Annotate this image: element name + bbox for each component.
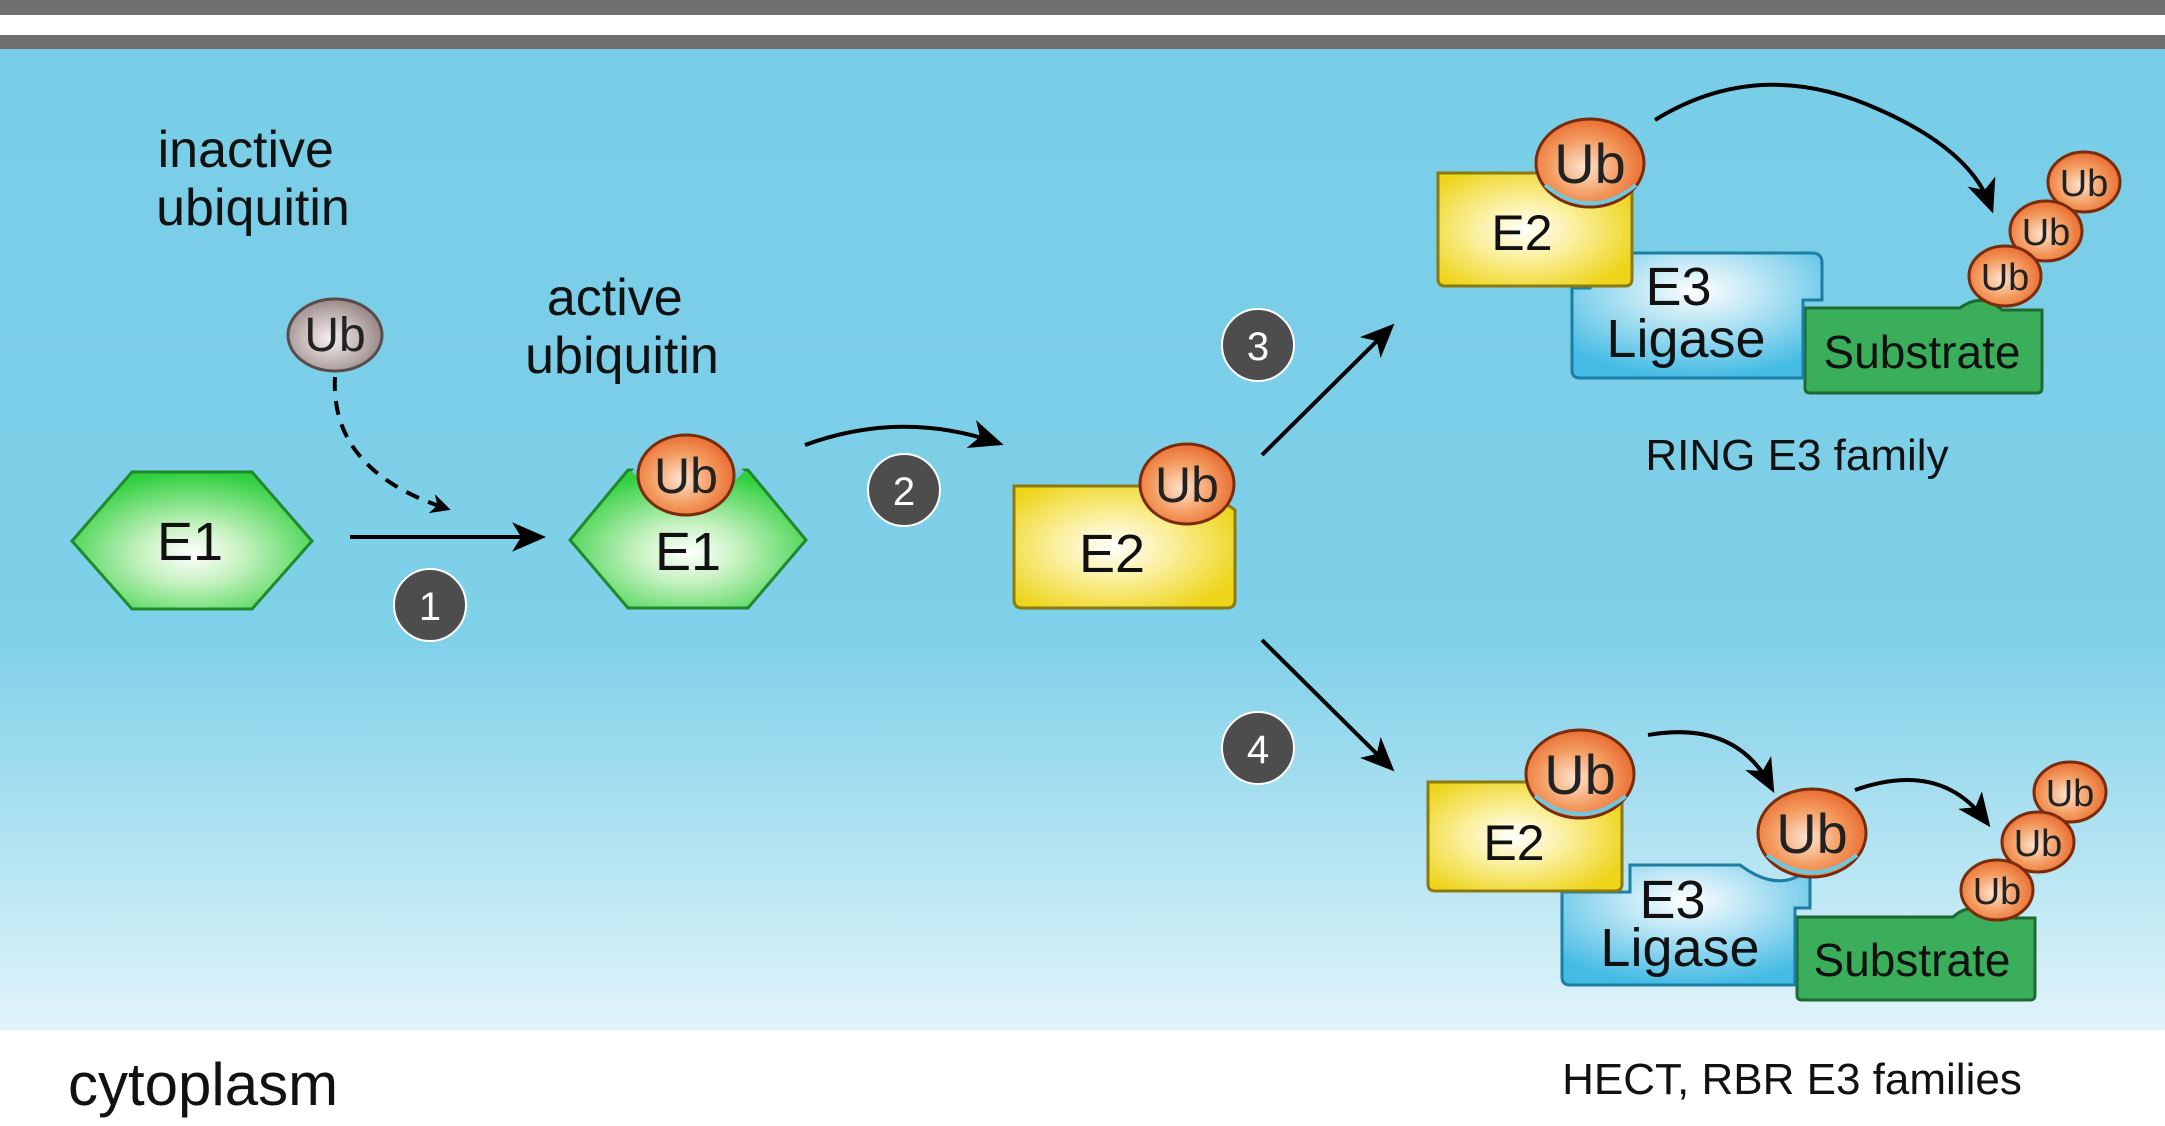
hect-chain-ub-3: Ub — [2032, 760, 2108, 824]
hect-chain-ub-2: Ub — [2000, 810, 2076, 874]
svg-text:Ub: Ub — [2046, 773, 2095, 815]
ring-e3-family-label: RING E3 family — [1645, 431, 1948, 480]
hect-e3-to-substrate-arrow — [1854, 778, 1991, 828]
inactive-ubiquitin-label: inactive ubiquitin — [156, 121, 350, 237]
ring-e3-ligase: E3 Ligase — [1570, 251, 1824, 380]
activation-dashed-arrow — [332, 376, 451, 514]
ring-ub-transfer-arrow — [1653, 82, 1996, 214]
hect-ub-on-e2: Ub — [1524, 728, 1636, 820]
step-2-badge: 2 — [867, 453, 941, 527]
svg-text:E3 Ligase: E3 Ligase — [1600, 870, 1759, 978]
active-ubiquitin-label: active ubiquitin — [525, 269, 719, 385]
hect-ub-on-e3: Ub — [1756, 787, 1868, 879]
step-3-arrow — [1260, 323, 1395, 457]
ring-polyubiquitin-chain: Ub Ub Ub — [1967, 150, 2122, 308]
svg-text:E1: E1 — [157, 512, 223, 572]
svg-text:Ub: Ub — [2022, 212, 2071, 254]
hect-substrate: Substrate — [1795, 907, 2037, 1002]
ring-substrate: Substrate — [1803, 299, 2044, 395]
hect-e2-to-e3-arrow — [1647, 730, 1775, 793]
svg-text:Ub: Ub — [1776, 802, 1848, 865]
ub-on-e2: Ub — [1138, 442, 1236, 526]
step-4-arrow — [1260, 638, 1395, 772]
ring-e3-complex: Substrate E3 Ligase E2 Ub Ub — [1436, 82, 2122, 395]
e1-ub-complex: E1 Ub — [568, 433, 808, 610]
step-4-badge: 4 — [1221, 711, 1295, 785]
svg-text:Ub: Ub — [1554, 132, 1626, 195]
svg-text:3: 3 — [1247, 325, 1269, 369]
hect-rbr-e3-families-label: HECT, RBR E3 families — [1562, 1055, 2022, 1104]
e1-enzyme: E1 — [70, 470, 314, 611]
inactive-ubiquitin: Ub — [286, 297, 384, 373]
svg-text:E2: E2 — [1079, 524, 1145, 584]
svg-text:E2: E2 — [1483, 815, 1544, 871]
svg-text:Ub: Ub — [1155, 457, 1219, 513]
step-2-arrow — [804, 420, 1004, 449]
svg-text:Ub: Ub — [2014, 823, 2063, 865]
ub-on-e1: Ub — [636, 433, 736, 517]
ring-chain-ub-1: Ub — [1967, 244, 2043, 308]
svg-text:2: 2 — [893, 470, 915, 514]
svg-text:Ub: Ub — [1544, 743, 1616, 806]
svg-text:Ub: Ub — [654, 448, 718, 504]
svg-text:Ub: Ub — [1973, 871, 2022, 913]
svg-text:E2: E2 — [1491, 205, 1552, 261]
e2-ub-complex: E2 Ub — [1012, 442, 1237, 610]
hect-chain-ub-1: Ub — [1959, 858, 2035, 922]
svg-text:Substrate: Substrate — [1814, 934, 2011, 986]
step-1-badge: 1 — [393, 568, 467, 642]
hect-rbr-e3-complex: Substrate E3 Ligase E2 Ub Ub — [1426, 728, 2108, 1002]
hect-polyubiquitin-chain: Ub Ub Ub — [1959, 760, 2108, 922]
svg-text:Ub: Ub — [2060, 163, 2109, 205]
svg-text:Ub: Ub — [304, 309, 365, 362]
ring-chain-ub-3: Ub — [2046, 150, 2122, 214]
ring-chain-ub-2: Ub — [2008, 199, 2084, 263]
svg-text:4: 4 — [1247, 728, 1269, 772]
svg-text:E3 Ligase: E3 Ligase — [1606, 257, 1765, 369]
header-bar-bottom — [0, 35, 2165, 49]
step-3-badge: 3 — [1221, 308, 1295, 382]
svg-text:1: 1 — [419, 585, 441, 629]
svg-text:E1: E1 — [655, 522, 721, 582]
svg-text:Substrate: Substrate — [1824, 326, 2021, 378]
svg-text:Ub: Ub — [1981, 257, 2030, 299]
ring-ub-on-e2: Ub — [1534, 117, 1646, 209]
cytoplasm-label: cytoplasm — [68, 1051, 338, 1118]
header-bar-top — [0, 0, 2165, 15]
